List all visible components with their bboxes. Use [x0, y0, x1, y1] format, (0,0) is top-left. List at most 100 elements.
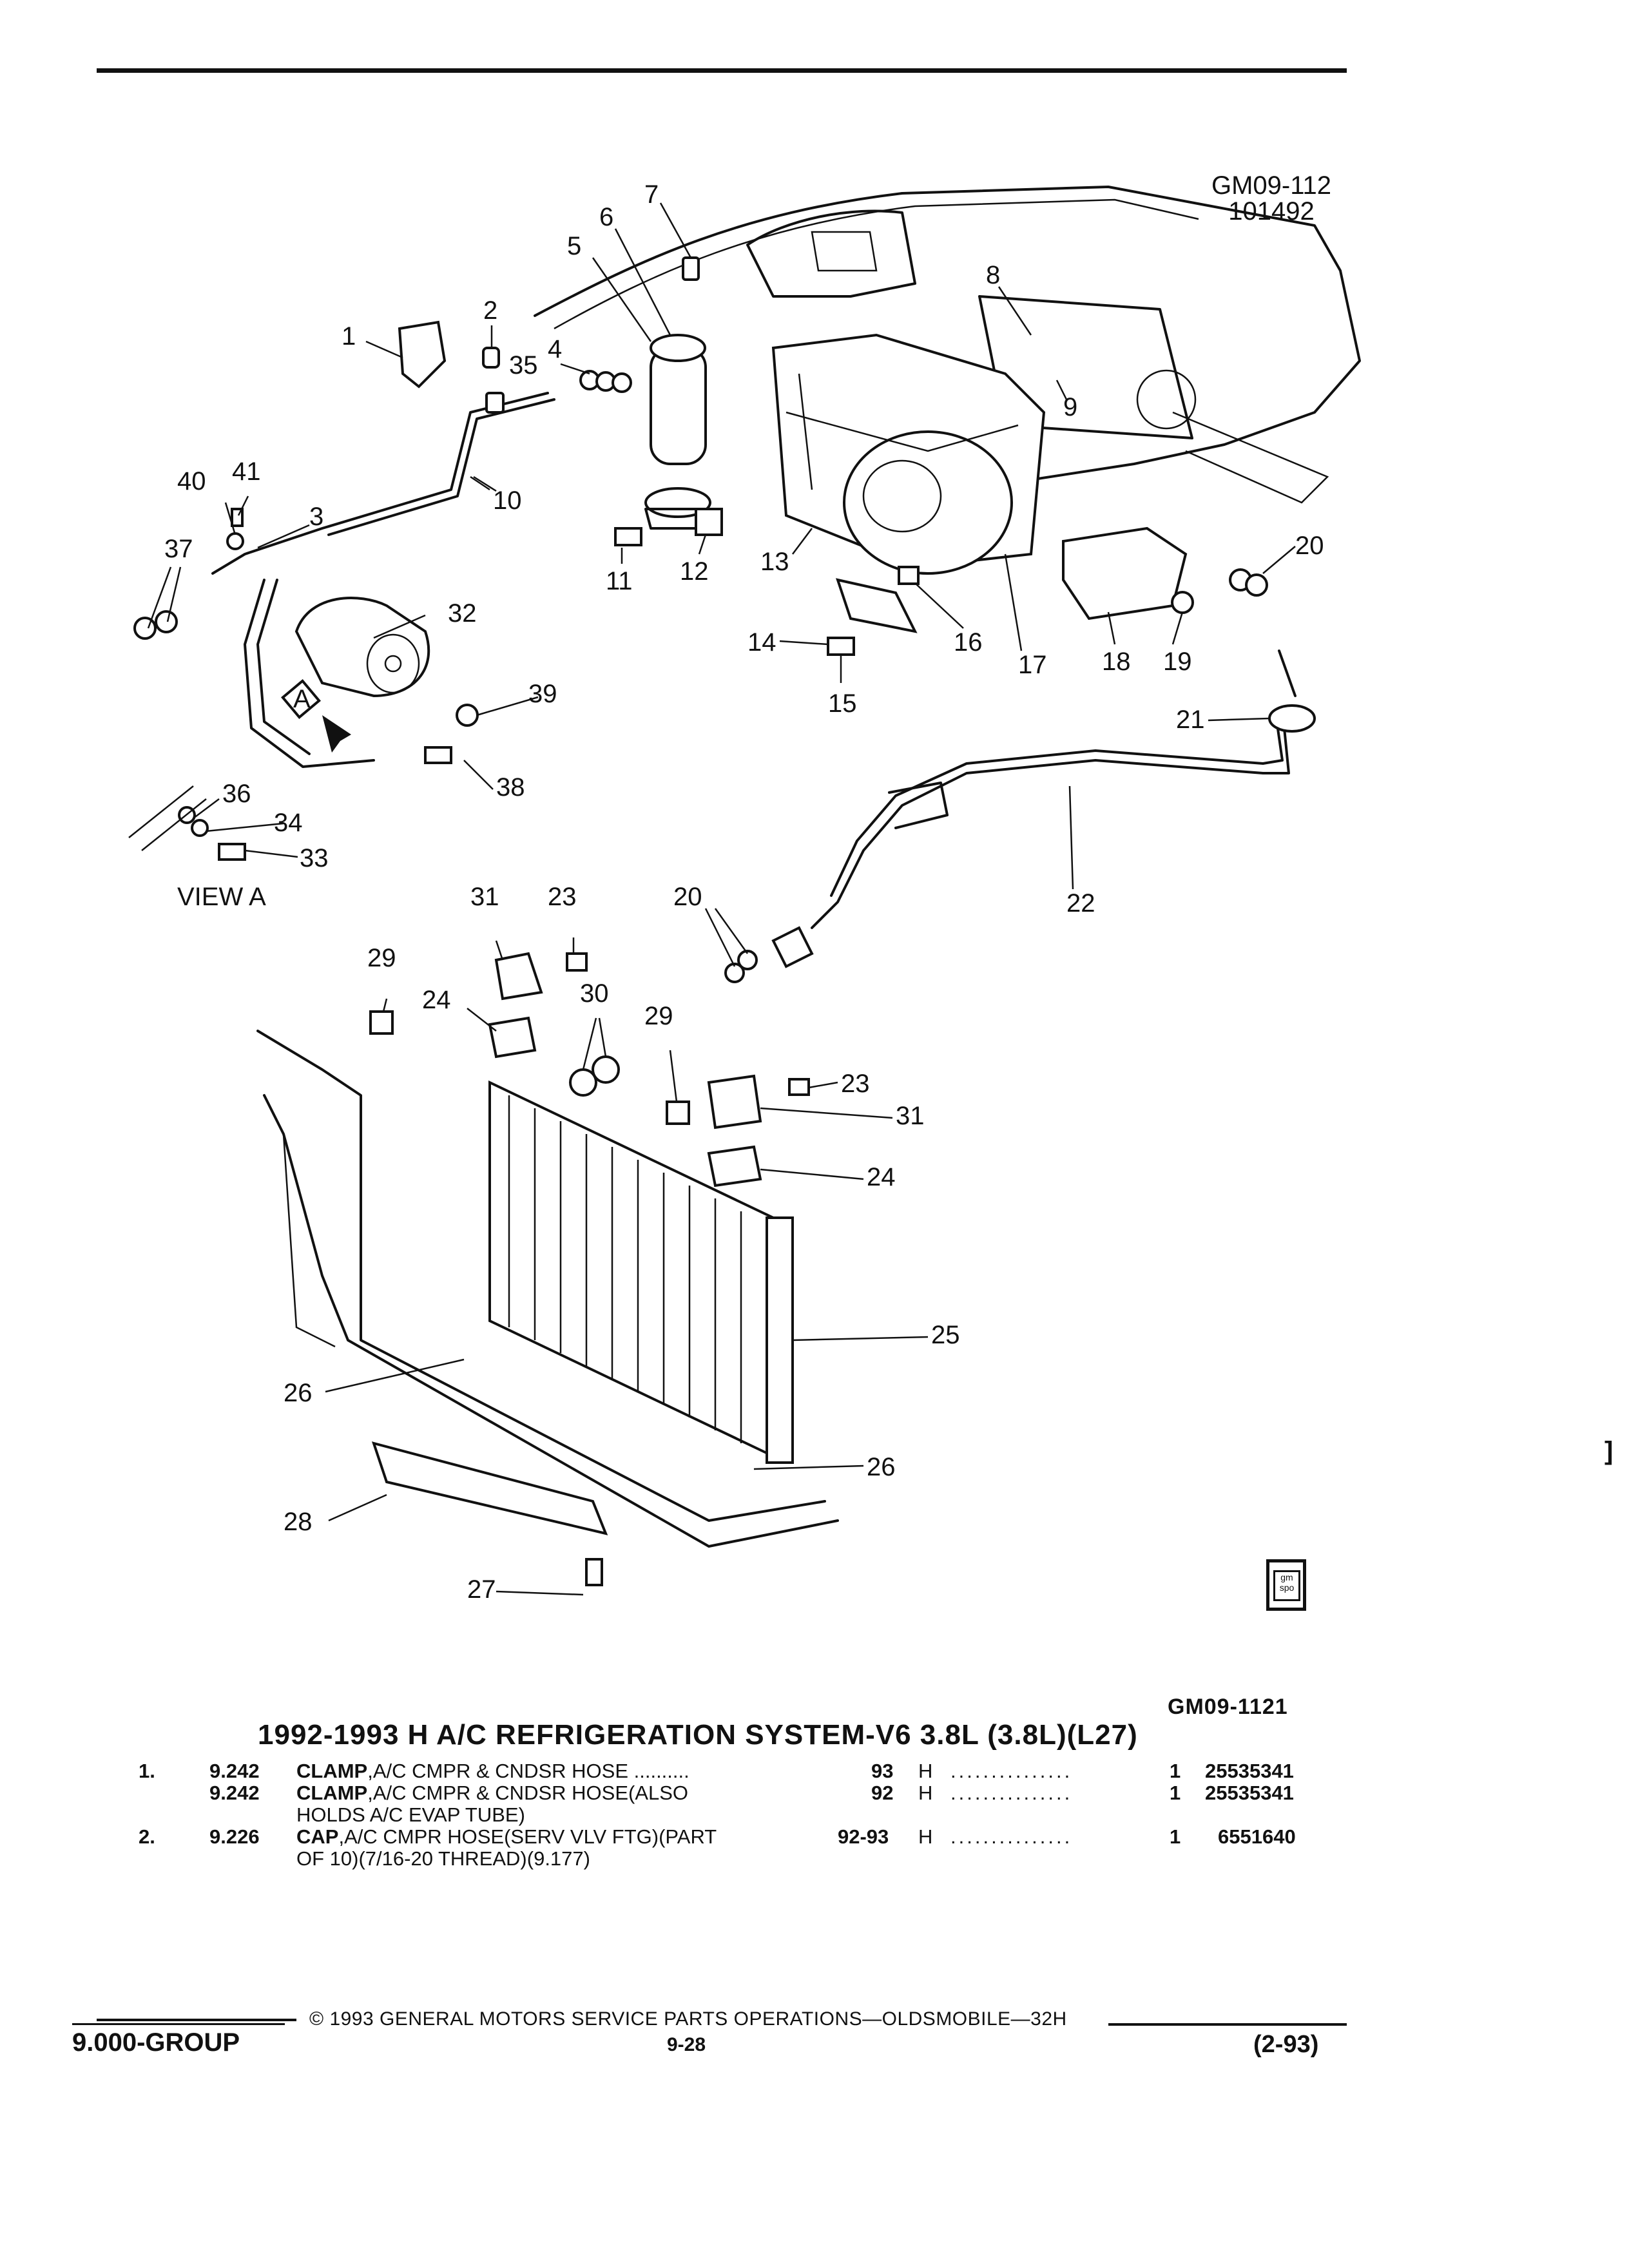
figure-id-line2: 101492	[1228, 197, 1315, 226]
callout-36: 36	[222, 780, 251, 808]
callout-11: 11	[606, 567, 633, 595]
exploded-parts-diagram: A	[128, 180, 1361, 1604]
part-description: CLAMP,A/C CMPR & CNDSR HOSE ..........	[296, 1760, 689, 1782]
body-code: H	[918, 1760, 933, 1782]
callout-20b: 20	[673, 883, 702, 911]
body-code: H	[918, 1782, 933, 1804]
top-rule	[97, 68, 1347, 73]
quantity: 1	[1170, 1825, 1181, 1848]
copyright-notice: © 1993 GENERAL MOTORS SERVICE PARTS OPER…	[309, 2008, 1067, 2030]
callout-6: 6	[599, 203, 613, 231]
page-number: 9-28	[667, 2034, 706, 2055]
part-description: CAP,A/C CMPR HOSE(SERV VLV FTG)(PART	[296, 1826, 717, 1848]
callout-13: 13	[760, 548, 789, 576]
callout-35: 35	[509, 351, 538, 380]
callout-34: 34	[274, 809, 303, 837]
part-name: CLAMP	[296, 1760, 368, 1782]
callout-16: 16	[954, 628, 983, 657]
view-marker-letter: A	[293, 685, 311, 713]
callout-21: 21	[1176, 706, 1205, 734]
callout-8: 8	[986, 261, 1000, 289]
parts-row-continuation: OF 10)(7/16-20 THREAD)(9.177)	[0, 1848, 1629, 1871]
callout-2: 2	[483, 296, 497, 325]
revision-date: (2-93)	[1253, 2031, 1319, 2058]
quantity: 1	[1170, 1782, 1181, 1804]
callout-18: 18	[1102, 648, 1131, 676]
figure-id: GM09-112 101492	[1211, 173, 1331, 224]
callout-30: 30	[580, 979, 609, 1008]
callout-19: 19	[1163, 648, 1192, 676]
item-number: 2.	[139, 1825, 155, 1848]
callout-27: 27	[467, 1575, 496, 1604]
callout-39: 39	[528, 680, 557, 708]
small-fittings	[133, 256, 1268, 1586]
callout-40: 40	[177, 467, 206, 495]
callout-28: 28	[284, 1508, 313, 1536]
callout-labels: 1 2 3 4 5 6 7 8 9 10 11 12 13 14 15 16 1…	[164, 180, 1324, 1604]
footer-rule-left	[97, 2019, 296, 2021]
footer-rule-right	[1108, 2023, 1347, 2026]
footer-rule-group	[72, 2023, 285, 2025]
callout-12: 12	[680, 557, 709, 586]
dot-leader: ...............	[950, 1760, 1073, 1782]
callout-38: 38	[496, 773, 525, 802]
part-desc-text: ,A/C CMPR & CNDSR HOSE(ALSO	[367, 1782, 689, 1804]
callout-23a: 23	[548, 883, 577, 911]
callout-20a: 20	[1295, 532, 1324, 560]
part-number: 6551640	[1218, 1825, 1296, 1848]
dot-leader: ...............	[950, 1782, 1073, 1804]
callout-26b: 26	[867, 1453, 896, 1481]
group-code: 9.226	[209, 1825, 260, 1848]
callout-31a: 31	[470, 883, 499, 911]
callout-22: 22	[1066, 889, 1095, 918]
callout-9: 9	[1063, 393, 1077, 421]
callout-29a: 29	[367, 944, 396, 972]
compressor	[294, 597, 430, 698]
part-description-cont: HOLDS A/C EVAP TUBE)	[296, 1803, 525, 1826]
view-a-marker: A	[128, 679, 351, 851]
parts-row-continuation: HOLDS A/C EVAP TUBE)	[0, 1804, 1629, 1827]
accumulator-drier	[644, 334, 717, 530]
quantity: 1	[1170, 1760, 1181, 1782]
callout-10: 10	[493, 486, 522, 515]
callout-1: 1	[342, 322, 356, 351]
refrigerant-hoses	[211, 392, 1316, 929]
gm-spo-logo-text: gm spo	[1273, 1570, 1300, 1601]
gm-spo-logo: gm spo	[1266, 1559, 1306, 1611]
leader-lines	[147, 202, 1296, 1596]
section-title: 1992-1993 H A/C REFRIGERATION SYSTEM-V6 …	[258, 1719, 1138, 1751]
callout-41: 41	[232, 457, 261, 486]
group-code: 9.242	[209, 1760, 260, 1782]
callout-23b: 23	[841, 1070, 870, 1098]
callout-25: 25	[931, 1321, 960, 1349]
model-year: 93	[871, 1760, 894, 1782]
condenser-assembly	[256, 1030, 839, 1548]
callout-26a: 26	[284, 1379, 313, 1407]
callout-31b: 31	[896, 1102, 925, 1130]
relay-module	[1062, 526, 1188, 620]
callout-5: 5	[567, 232, 581, 260]
model-year: 92-93	[838, 1825, 889, 1848]
callout-24a: 24	[422, 986, 451, 1014]
part-description: CLAMP,A/C CMPR & CNDSR HOSE(ALSO	[296, 1782, 688, 1804]
part-desc-text: ,A/C CMPR & CNDSR HOSE	[367, 1760, 628, 1782]
callout-37: 37	[164, 535, 193, 563]
callout-3: 3	[309, 503, 323, 531]
part-name: CLAMP	[296, 1782, 368, 1804]
part-number: 25535341	[1205, 1760, 1294, 1782]
callout-33: 33	[300, 844, 329, 872]
parts-row: 2. 9.226 CAP,A/C CMPR HOSE(SERV VLV FTG)…	[0, 1826, 1629, 1849]
model-year: 92	[871, 1782, 894, 1804]
body-code: H	[918, 1825, 933, 1848]
parts-row: 1. 9.242 CLAMP,A/C CMPR & CNDSR HOSE ...…	[0, 1760, 1629, 1783]
callout-17: 17	[1018, 651, 1047, 679]
callout-24b: 24	[867, 1163, 896, 1191]
figure-code: GM09-1121	[1168, 1695, 1288, 1719]
part-number: 25535341	[1205, 1782, 1294, 1804]
callout-7: 7	[644, 180, 659, 209]
callout-29b: 29	[644, 1002, 673, 1030]
parts-row: 9.242 CLAMP,A/C CMPR & CNDSR HOSE(ALSO 9…	[0, 1782, 1629, 1805]
part-desc-text: ,A/C CMPR HOSE(SERV VLV FTG)(PART	[338, 1825, 717, 1848]
callout-32: 32	[448, 599, 477, 628]
group-label: 9.000-GROUP	[72, 2028, 240, 2057]
